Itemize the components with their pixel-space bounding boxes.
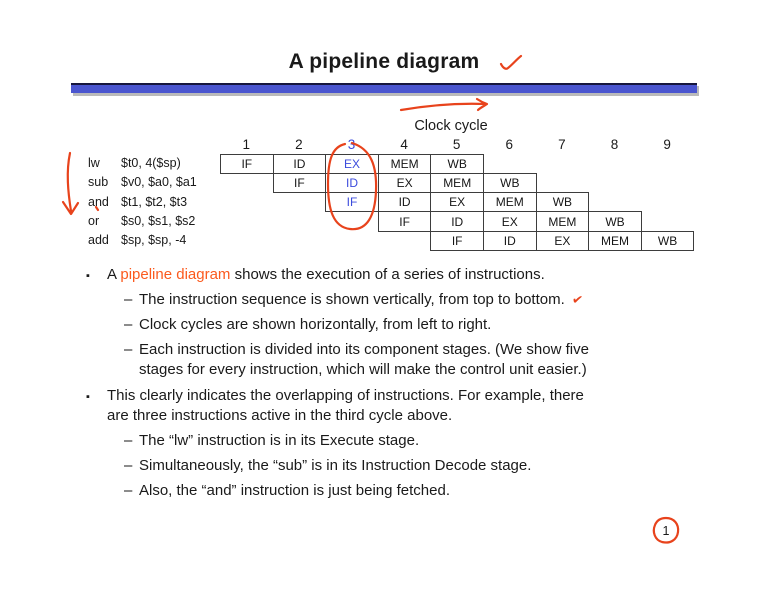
instruction-operands: $s0, $s1, $s2 (121, 214, 196, 229)
stage-cell-and-wb: WB (535, 192, 590, 213)
instruction-label: lw $t0, 4($sp) (88, 154, 181, 173)
stage-cell-sub-id: ID (325, 172, 379, 194)
bullet-text: Simultaneously, the “sub” is in its Inst… (139, 457, 532, 474)
bullet-check-icon: ✔ (570, 291, 584, 308)
bullet-text: Clock cycles are shown horizontally, fro… (139, 316, 492, 333)
stage-cell-and-mem: MEM (483, 192, 537, 213)
stage-cell-or-wb: WB (588, 211, 642, 232)
stage-cell-add-ex: EX (535, 230, 590, 251)
stage-cell-add-if: IF (430, 230, 484, 251)
stage-cell-or-if: IF (377, 211, 432, 232)
stage-cell-and-ex: EX (430, 192, 484, 213)
bullet-square-icon: ▪ (86, 270, 90, 282)
stage-cell-add-mem: MEM (588, 230, 642, 251)
stage-cell-or-ex: EX (483, 211, 537, 232)
instruction-operands: $t1, $t2, $t3 (121, 194, 188, 209)
stage-cell-lw-id: ID (272, 153, 327, 174)
stage-cell-add-wb: WB (640, 230, 695, 251)
instruction-mnemonic: sub (88, 175, 109, 190)
bullet-list: ▪ A pipeline diagram shows the execution … (84, 265, 724, 506)
instruction-operands: $t0, 4($sp) (121, 156, 181, 171)
cycle-number-8: 8 (610, 137, 619, 152)
stage-cell-and-id: ID (377, 192, 432, 213)
instruction-mnemonic: and (88, 194, 109, 209)
stage-cell-sub-if: IF (272, 172, 327, 194)
instruction-mnemonic: lw (88, 156, 100, 171)
bullet-dash-icon: – (124, 341, 133, 358)
stage-cell-or-mem: MEM (535, 211, 590, 232)
instruction-label: and $t1, $t2, $t3 (88, 192, 187, 211)
instruction-mnemonic: or (88, 214, 100, 229)
bullet-dash-icon: – (124, 291, 133, 308)
bullet-item-6: –Simultaneously, the “sub” is in its Ins… (84, 456, 724, 476)
stage-cell-sub-mem: MEM (430, 172, 484, 194)
instruction-mnemonic: add (88, 233, 109, 248)
bullet-dash-icon: – (124, 316, 133, 333)
title-divider-bar (71, 83, 697, 93)
stage-cell-or-id: ID (430, 211, 484, 232)
bullet-text: The instruction sequence is shown vertic… (139, 291, 565, 308)
instruction-label: add $sp, $sp, -4 (88, 231, 186, 250)
bullet-dash-icon: – (124, 457, 133, 474)
cycle-number-2: 2 (295, 137, 303, 152)
bullet-square-icon: ▪ (86, 391, 90, 403)
cycle-number-3: 3 (347, 137, 356, 152)
cycle-number-9: 9 (663, 137, 671, 152)
bullet-text: A (107, 266, 121, 283)
stage-cell-lw-wb: WB (430, 153, 484, 174)
cycle-number-7: 7 (558, 137, 566, 152)
bullet-item-7: –Also, the “and” instruction is just bei… (84, 481, 724, 501)
page-title: A pipeline diagram (288, 50, 480, 73)
cycle-number-4: 4 (400, 137, 408, 152)
stage-cell-lw-if: IF (220, 153, 274, 174)
bullet-text: shows the execution of a series of instr… (230, 266, 545, 283)
bullet-text: Also, the “and” instruction is just bein… (139, 482, 451, 499)
stage-cell-lw-mem: MEM (377, 153, 432, 174)
bullet-item-5: –The “lw” instruction is in its Execute … (84, 431, 724, 451)
bullet-item-1: –The instruction sequence is shown verti… (84, 290, 724, 310)
clock-flow-arrow-right-icon (399, 97, 489, 112)
instruction-operands: $v0, $a0, $a1 (121, 175, 197, 190)
stage-cell-sub-wb: WB (483, 172, 537, 194)
page-number: 1 (662, 524, 670, 538)
bullet-text: Each instruction is divided into its com… (139, 341, 589, 378)
bullet-item-3: –Each instruction is divided into its co… (84, 340, 724, 380)
stage-cell-sub-ex: EX (377, 172, 432, 194)
bullet-text: This clearly indicates the overlapping o… (107, 387, 584, 424)
bullet-item-0: ▪ A pipeline diagram shows the execution … (84, 265, 724, 285)
bullet-dash-icon: – (124, 482, 133, 499)
instruction-label: sub $v0, $a0, $a1 (88, 173, 197, 192)
bullet-item-4: ▪ This clearly indicates the overlapping … (84, 386, 724, 426)
bullet-item-2: –Clock cycles are shown horizontally, fr… (84, 315, 724, 335)
stage-cell-and-if: IF (325, 192, 379, 213)
clock-cycle-label: Clock cycle (414, 118, 488, 134)
bullet-dash-icon: – (124, 432, 133, 449)
bullet-text: The “lw” instruction is in its Execute s… (139, 432, 420, 449)
cycle-number-1: 1 (242, 137, 251, 152)
cycle-number-6: 6 (505, 137, 514, 152)
accent-term: pipeline diagram (120, 266, 231, 283)
instruction-label: or $s0, $s1, $s2 (88, 211, 195, 230)
cycle-number-5: 5 (452, 137, 461, 152)
stage-cell-lw-ex: EX (325, 153, 379, 174)
instruction-operands: $sp, $sp, -4 (121, 233, 187, 248)
stage-cell-add-id: ID (483, 230, 537, 251)
